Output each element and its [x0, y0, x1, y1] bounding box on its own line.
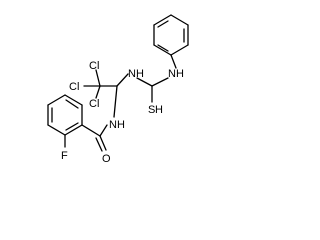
bond-ccl3-cl1 [95, 69, 101, 87]
bond-carbonyl-o [99, 135, 107, 151]
bond-phenyl-n [170, 54, 177, 69]
atom-s: S [148, 104, 155, 116]
bond-ch-amide-n [113, 85, 118, 118]
molecule-structure: F O N H Cl Cl Cl N H N H S H [47, 14, 189, 165]
atom-cl-1: Cl [89, 60, 99, 72]
atom-thiourea-n-right: N [168, 68, 176, 80]
phenyl-ring [153, 14, 189, 56]
atom-thiourea-h-right: H [176, 68, 184, 80]
bond-amide-n-carbonyl [99, 124, 108, 137]
atom-thiourea-h-left: H [136, 68, 144, 80]
atom-f: F [61, 150, 68, 162]
atom-amide-n: N [109, 119, 117, 131]
atom-amide-h: H [117, 119, 125, 131]
atom-cl-2: Cl [69, 81, 79, 93]
bond-ccl3-cl3 [95, 85, 101, 99]
bond-nh-ch [116, 73, 129, 87]
bond-n-thiocarbon [151, 77, 169, 87]
atom-cl-3: Cl [89, 98, 99, 110]
atom-thiourea-n-left: N [128, 68, 136, 80]
atom-o: O [102, 153, 111, 165]
atom-s-h: H [155, 104, 163, 116]
bond-thiocarbon-nh [136, 77, 153, 87]
bond-carbonyl-o-double [95, 137, 103, 152]
bond-carbonyl-ring [81, 124, 101, 137]
fluorophenyl-ring [47, 94, 83, 136]
